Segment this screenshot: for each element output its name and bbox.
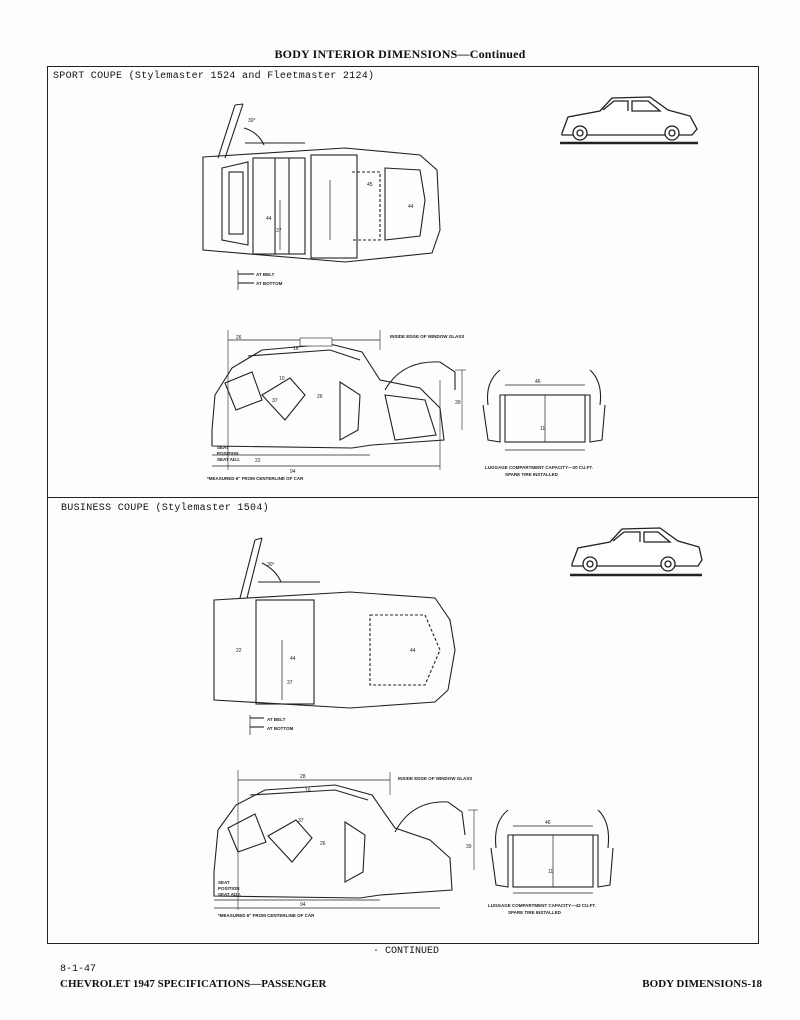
luggage-compartment-icon	[482, 369, 606, 451]
svg-text:SEAT: SEAT	[217, 445, 229, 450]
svg-text:22: 22	[255, 458, 261, 464]
svg-text:44: 44	[410, 648, 416, 654]
svg-text:11: 11	[548, 869, 553, 875]
svg-text:LUGGAGE COMPARTMENT CAPACITY—2: LUGGAGE COMPARTMENT CAPACITY—20 CU.FT.	[485, 465, 593, 470]
svg-text:45: 45	[367, 182, 373, 188]
svg-text:AT BOTTOM: AT BOTTOM	[267, 726, 294, 731]
svg-text:LUGGAGE COMPARTMENT CAPACITY—4: LUGGAGE COMPARTMENT CAPACITY—42 CU.FT.	[488, 903, 596, 908]
svg-text:37: 37	[276, 228, 282, 234]
svg-text:SPARE TIRE INSTALLED: SPARE TIRE INSTALLED	[505, 472, 559, 477]
svg-text:39: 39	[466, 844, 472, 850]
svg-text:30°: 30°	[267, 562, 275, 568]
business-coupe-label: BUSINESS COUPE (Stylemaster 1504)	[61, 503, 269, 514]
body-side-section-icon	[211, 330, 466, 470]
svg-text:AT BOTTOM: AT BOTTOM	[256, 281, 283, 286]
svg-text:SPARE TIRE INSTALLED: SPARE TIRE INSTALLED	[508, 910, 562, 915]
svg-text:SEAT ADJ.: SEAT ADJ.	[218, 892, 241, 897]
svg-text:37: 37	[287, 680, 293, 686]
section-divider	[47, 497, 759, 498]
svg-text:46: 46	[545, 820, 551, 826]
svg-text:26: 26	[317, 394, 323, 400]
page-title: BODY INTERIOR DIMENSIONS—Continued	[274, 47, 526, 61]
body-side-section-icon-2	[213, 770, 478, 910]
svg-text:10: 10	[279, 376, 285, 382]
svg-text:37: 37	[298, 818, 304, 824]
svg-text:26: 26	[236, 335, 242, 341]
svg-text:39: 39	[455, 400, 461, 406]
luggage-compartment-icon-2	[490, 809, 614, 894]
footer-publication: CHEVROLET 1947 SPECIFICATIONS—PASSENGER	[60, 978, 327, 990]
revision-date: 8-1-47	[60, 964, 97, 975]
svg-text:46: 46	[535, 379, 541, 385]
svg-text:30°: 30°	[248, 118, 256, 124]
body-plan-view-icon-2	[213, 537, 456, 735]
svg-text:POSITION: POSITION	[218, 886, 240, 891]
svg-text:11: 11	[540, 426, 545, 432]
svg-text:SEAT ADJ.: SEAT ADJ.	[217, 457, 240, 462]
car-side-view-icon	[560, 96, 698, 145]
svg-text:SEAT: SEAT	[218, 880, 230, 885]
svg-text:44: 44	[408, 204, 414, 210]
svg-text:94: 94	[290, 469, 296, 475]
svg-text:INSIDE EDGE OF WINDOW GLASS: INSIDE EDGE OF WINDOW GLASS	[398, 776, 472, 781]
svg-text:44: 44	[266, 216, 272, 222]
svg-text:44: 44	[290, 656, 296, 662]
svg-text:28: 28	[300, 774, 306, 780]
svg-text:AT BELT: AT BELT	[267, 717, 286, 722]
sport-coupe-label: SPORT COUPE (Stylemaster 1524 and Fleetm…	[53, 71, 375, 82]
footer-page-label: BODY DIMENSIONS-18	[642, 978, 762, 990]
svg-text:26: 26	[320, 841, 326, 847]
svg-text:16: 16	[305, 788, 311, 794]
svg-text:*MEASURED 6" FROM CENTERLINE O: *MEASURED 6" FROM CENTERLINE OF CAR	[218, 913, 315, 918]
svg-text:POSITION: POSITION	[217, 451, 239, 456]
diagram-frame	[47, 66, 759, 944]
body-plan-view-icon	[202, 103, 441, 290]
svg-text:22: 22	[236, 648, 242, 654]
svg-text:*MEASURED 6" FROM CENTERLINE O: *MEASURED 6" FROM CENTERLINE OF CAR	[207, 476, 304, 481]
svg-text:16: 16	[293, 346, 299, 352]
svg-text:INSIDE EDGE OF WINDOW GLASS: INSIDE EDGE OF WINDOW GLASS	[390, 334, 464, 339]
car-side-view-icon-2	[570, 527, 703, 577]
svg-text:37: 37	[272, 398, 278, 404]
continued-note: · CONTINUED	[373, 946, 440, 957]
svg-text:94: 94	[300, 902, 306, 908]
svg-text:AT BELT: AT BELT	[256, 272, 275, 277]
